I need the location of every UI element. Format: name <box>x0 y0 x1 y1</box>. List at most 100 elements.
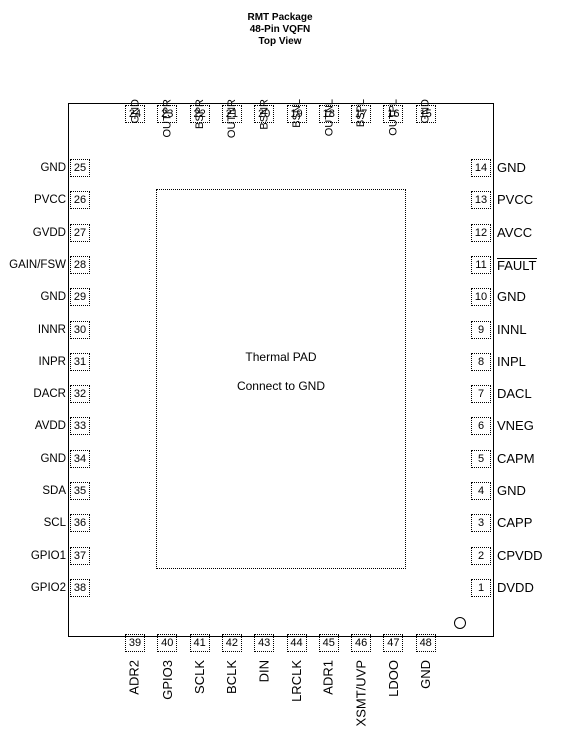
pin-label: VNEG <box>497 418 534 434</box>
pin-number-box: 10 <box>471 288 491 307</box>
pin-number-box: 38 <box>70 578 90 597</box>
pin-label: FAULT <box>497 257 537 273</box>
pin-number-box: 5 <box>471 449 491 468</box>
pin-label: GND <box>40 162 66 174</box>
pin-number-box: 15 <box>415 105 436 123</box>
pin-number-box: 43 <box>254 634 275 652</box>
package-title: RMT Package <box>247 12 313 23</box>
pin-label: SCLK <box>191 660 207 694</box>
pin-label: AVCC <box>497 224 533 240</box>
pin-number-box: 3 <box>471 514 491 533</box>
thermal-pad <box>156 189 406 569</box>
pin-number-box: 35 <box>70 482 90 500</box>
chip-body <box>68 103 494 637</box>
pin-label: GND <box>129 99 141 124</box>
pin-label: GPIO3 <box>159 660 175 700</box>
pin-label: ADR1 <box>320 660 336 695</box>
pin-number-box: 7 <box>471 385 491 404</box>
thermal-pad-title: Thermal PAD <box>245 350 317 364</box>
pin-label: OUTPR <box>161 99 174 138</box>
pin-number-box: 28 <box>70 255 90 274</box>
pin-label: DACL <box>497 386 532 402</box>
pin-label: PVCC <box>497 192 534 208</box>
pin-number-box: 30 <box>70 320 90 339</box>
pin-label: XSMT/UVP <box>353 660 369 727</box>
pin-number-box: 20 <box>254 105 275 123</box>
pin-number-box: 19 <box>286 105 307 123</box>
pin-label: INNR <box>37 323 66 336</box>
pin-number-box: 29 <box>70 288 90 307</box>
pin-label: OUTPL <box>387 99 400 136</box>
pin-label: LRCLK <box>288 660 304 702</box>
pin-number-box: 14 <box>471 159 491 177</box>
pin-number-box: 41 <box>189 634 210 652</box>
pin-label: GND <box>417 660 433 689</box>
pin-number-box: 4 <box>471 482 491 500</box>
pin1-marker <box>454 617 466 629</box>
pin-number-box: 22 <box>189 105 210 123</box>
pin-label: BSPL <box>355 99 368 128</box>
pin-label: CAPP <box>497 515 533 531</box>
pin-number-box: 26 <box>70 191 90 210</box>
pin-label: DACR <box>33 388 66 401</box>
pin-number-box: 23 <box>157 105 178 123</box>
pin-label: GAIN/FSW <box>9 258 66 271</box>
pin-label: BSNL <box>290 99 303 128</box>
pin-label: BSNR <box>258 99 271 130</box>
pin-label: DVDD <box>497 579 534 595</box>
pin-label: SCL <box>43 517 66 530</box>
pin-label: GND <box>419 99 432 124</box>
pin-number-box: 39 <box>125 634 145 652</box>
pin-number-box: 2 <box>471 546 491 565</box>
pin-label: CPVDD <box>497 547 543 563</box>
pin-label: GPIO1 <box>30 549 66 562</box>
pin-number-box: 32 <box>70 385 90 404</box>
pin-number-box: 47 <box>383 634 404 652</box>
pin-label: OUTNR <box>225 99 238 139</box>
pin-label: GND <box>40 291 66 304</box>
pin-label: INPR <box>38 355 66 368</box>
pin-number-box: 13 <box>471 191 491 210</box>
package-type: 48-Pin VQFN <box>249 24 311 35</box>
pin-number-box: 9 <box>471 320 491 339</box>
pin-number-box: 34 <box>70 449 90 468</box>
pin-number-box: 48 <box>415 634 436 652</box>
pin-label: INPL <box>497 353 526 369</box>
pin-number-box: 46 <box>351 634 372 652</box>
pin-number-box: 8 <box>471 352 491 371</box>
pin-number-box: 36 <box>70 514 90 533</box>
pin-label: GND <box>497 160 526 175</box>
pin-label: AVDD <box>34 420 66 433</box>
pin-label: BCLK <box>223 660 239 694</box>
pin-number-box: 33 <box>70 417 90 436</box>
pin-label: CAPM <box>497 450 535 466</box>
pin-label: GND <box>497 289 526 305</box>
pin-label: PVCC <box>34 194 66 207</box>
pin-number-box: 11 <box>471 255 491 274</box>
pin-label: GND <box>497 483 526 498</box>
pin-number-box: 45 <box>318 634 339 652</box>
pin-label: GVDD <box>32 226 66 239</box>
pin-number-box: 12 <box>471 223 491 242</box>
pin-label: ADR2 <box>127 660 142 695</box>
pin-label: OUTNL <box>322 99 335 137</box>
pin-number-box: 6 <box>471 417 491 436</box>
pin-number-box: 18 <box>318 105 339 123</box>
pin-label: BSPR <box>193 99 206 129</box>
pin-number-box: 24 <box>125 105 145 123</box>
pin-number-box: 27 <box>70 223 90 242</box>
thermal-pad-note: Connect to GND <box>236 379 326 393</box>
pin-number-box: 31 <box>70 352 90 371</box>
pin-label: DIN <box>256 660 272 683</box>
pin-number-box: 1 <box>471 578 491 597</box>
pin-number-box: 17 <box>351 105 372 123</box>
pin-label: SDA <box>42 485 66 497</box>
pin-number-box: 42 <box>221 634 242 652</box>
pin-label: LDOO <box>385 660 401 697</box>
pin-number-box: 16 <box>383 105 404 123</box>
pin-label: GPIO2 <box>30 581 66 594</box>
pin-number-box: 37 <box>70 546 90 565</box>
view-label: Top View <box>258 36 302 47</box>
pin-label: GND <box>40 452 66 465</box>
pin-number-box: 25 <box>70 159 90 177</box>
